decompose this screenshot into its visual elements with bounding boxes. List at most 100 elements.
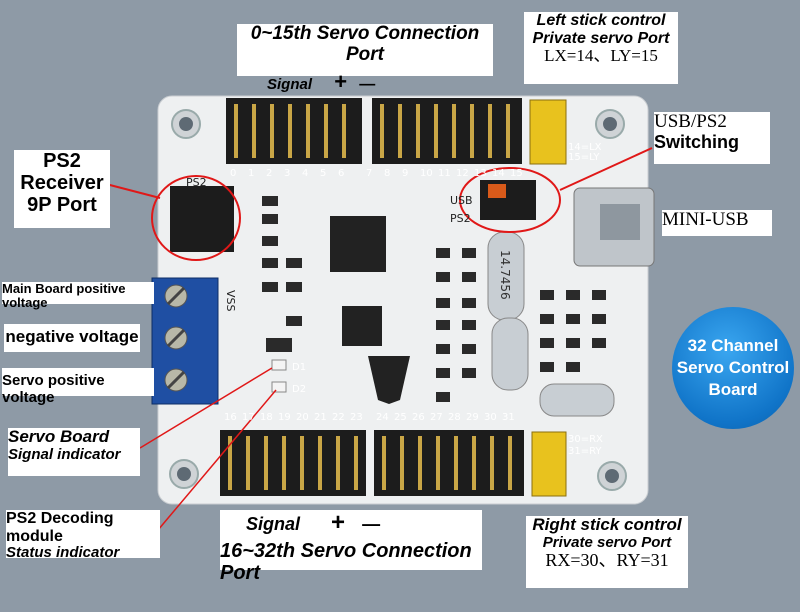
ps2-receiver-label: PS2 Receiver 9P Port (14, 150, 110, 228)
top-port-label: 0~15th Servo Connection Port Signal + — (237, 23, 493, 93)
silk-top-3: 3 (284, 168, 291, 179)
silk-vss: VSS (224, 290, 237, 312)
top-signal-label: Signal (267, 75, 313, 93)
left-stick-label: Left stick control Private servo Port LX… (524, 12, 678, 84)
crystal-2 (491, 317, 529, 391)
servo-voltage-label: Servo positive voltage (2, 368, 154, 405)
left-stick-line2: Private servo Port (532, 29, 670, 47)
mcu-chip (330, 216, 386, 272)
silk-bottom-29: 29 (466, 412, 479, 423)
ps2-receiver-line1: PS2 (43, 150, 81, 172)
silk-bottom-23: 23 (350, 412, 363, 423)
silk-top-2: 2 (266, 168, 273, 179)
silk-bottom-22: 22 (332, 412, 345, 423)
bottom-minus-label: — (362, 514, 381, 534)
silk-bottom-18: 18 (260, 412, 273, 423)
crystal-3 (539, 383, 615, 417)
top-minus-label: — (359, 75, 376, 93)
silkscreen-bottom-numbers: 16 17 18 19 20 21 22 23 24 25 26 27 28 2… (224, 412, 544, 423)
mini-usb-text: MINI-USB (662, 209, 749, 230)
silk-bottom-17: 17 (242, 412, 255, 423)
servo-voltage-text: Servo positive voltage (2, 372, 105, 406)
small-chip (342, 306, 382, 346)
mini-usb-label: MINI-USB (662, 209, 772, 236)
badge-line1: 32 Channel (687, 335, 779, 355)
bottom-port-label: Signal + — 16~32th Servo Connection Port (220, 509, 482, 584)
silk-lx: 14=LX (568, 142, 602, 153)
silk-top-15: 15 (510, 168, 523, 179)
silk-bottom-20: 20 (296, 412, 309, 423)
silk-top-4: 4 (302, 168, 309, 179)
right-stick-line2: Private servo Port (542, 533, 672, 551)
silk-usb: USB (450, 194, 473, 207)
decepticon-logo (368, 356, 410, 404)
main-board-voltage-label: Main Board positive voltage (2, 281, 154, 310)
lxly-yellow-header (529, 99, 567, 165)
silk-ps2: PS2 (450, 212, 471, 225)
silk-bottom-30: 30 (484, 412, 497, 423)
silk-bottom-24: 24 (376, 412, 389, 423)
silk-d2: D2 (292, 384, 307, 395)
bottom-port-title: 16~32th Servo Connection Port (220, 540, 472, 585)
silk-top-6: 6 (338, 168, 345, 179)
servo-indicator-line2: Signal indicator (8, 445, 121, 463)
silk-d1: D1 (292, 362, 307, 373)
silk-top-14: 14 (492, 168, 505, 179)
right-stick-label: Right stick control Private servo Port R… (526, 515, 688, 588)
silk-top-13: 13 (474, 168, 487, 179)
top-port-title: 0~15th Servo Connection Port (250, 23, 480, 65)
usb-ps2-label: USB/PS2 Switching (654, 111, 770, 164)
silk-top-0: 0 (230, 168, 237, 179)
bottom-plus-label: + (331, 509, 346, 536)
left-stick-line1: Left stick control (536, 12, 666, 29)
silk-top-8: 8 (384, 168, 391, 179)
silk-top-10: 10 (420, 168, 433, 179)
silk-ps2-connector: PS2 (186, 176, 207, 189)
ps2-module-label: PS2 Decoding module Status indicator (6, 510, 160, 561)
silk-top-5: 5 (320, 168, 327, 179)
silk-top-9: 9 (402, 168, 409, 179)
silk-bottom-28: 28 (448, 412, 461, 423)
right-stick-line3: RX=30、RY=31 (545, 550, 669, 571)
top-plus-label: + (334, 68, 348, 94)
callout-circle-switch (459, 167, 561, 233)
silk-bottom-25: 25 (394, 412, 407, 423)
negative-voltage-label: negative voltage (4, 324, 140, 352)
silk-top-7: 7 (366, 168, 373, 179)
silkscreen-top-numbers: 0 1 2 3 4 5 6 7 8 9 10 11 12 13 14 15 (230, 168, 530, 179)
badge-line2: Servo Control (676, 357, 790, 377)
ps2-receiver-line2: Receiver (20, 172, 104, 194)
silk-bottom-26: 26 (412, 412, 425, 423)
badge-line3: Board (708, 380, 758, 400)
silk-top-12: 12 (456, 168, 469, 179)
silk-bottom-27: 27 (430, 412, 443, 423)
silk-top-11: 11 (438, 168, 451, 179)
bottom-signal-label: Signal (246, 514, 301, 534)
led-d1 (271, 359, 287, 371)
callout-circle-ps2 (151, 175, 241, 261)
silk-bottom-16: 16 (224, 412, 237, 423)
usb-ps2-line2: Switching (654, 131, 739, 152)
right-stick-line1: Right stick control (532, 515, 682, 534)
silk-ly: 15=LY (568, 152, 600, 163)
main-board-voltage-text: Main Board positive voltage (2, 281, 126, 311)
servo-indicator-line1: Servo Board (8, 427, 110, 446)
silk-bottom-31: 31 (502, 412, 515, 423)
rxry-yellow-header (531, 431, 567, 497)
silk-bottom-19: 19 (278, 412, 291, 423)
servo-indicator-label: Servo Board Signal indicator (8, 427, 140, 476)
ps2-9p-connector (170, 186, 234, 252)
ps2-receiver-line3: 9P Port (27, 194, 97, 216)
silk-top-1: 1 (248, 168, 255, 179)
top-servo-headers (226, 98, 522, 164)
crystal-marking: 14.7456 (498, 250, 512, 300)
silk-rx: 30=RX (568, 434, 603, 445)
negative-voltage-text: negative voltage (5, 327, 139, 346)
smd-components (262, 196, 606, 402)
led-d2 (271, 381, 287, 393)
silk-ry: 31=RY (568, 446, 602, 457)
silk-bottom-21: 21 (314, 412, 327, 423)
usb-ps2-line1: USB/PS2 (654, 111, 727, 132)
ps2-module-line2: Status indicator (6, 544, 120, 562)
